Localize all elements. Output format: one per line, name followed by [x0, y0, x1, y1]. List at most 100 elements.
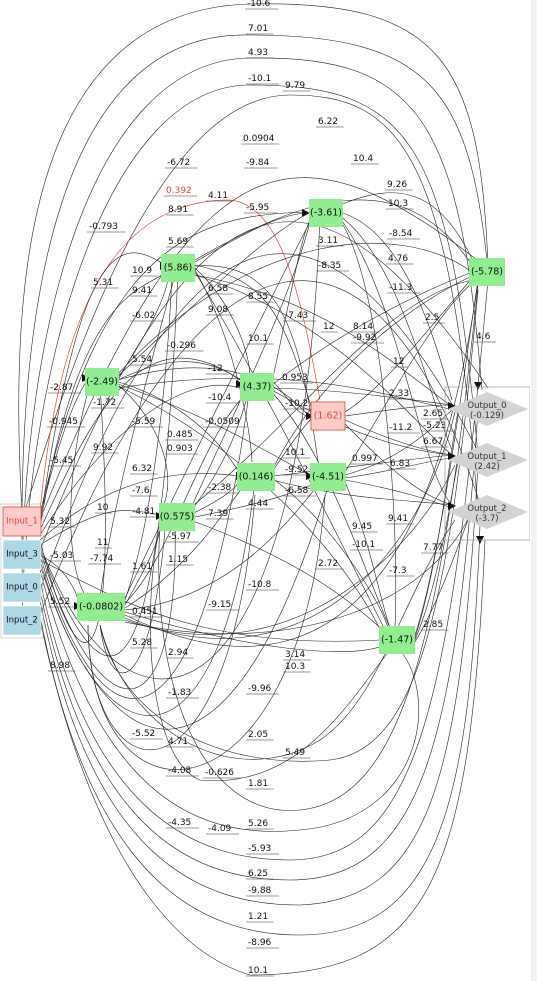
edge	[124, 464, 456, 635]
node-hidden-0-146[interactable]: (0.146)	[237, 463, 275, 491]
edge	[39, 473, 241, 541]
edge	[271, 454, 453, 477]
edge-weight-label: -9.88	[248, 886, 272, 896]
arrowhead	[448, 502, 456, 510]
node-hidden-neg3-61[interactable]: (-3.61)	[309, 199, 343, 227]
edge-weight-label: 10.1	[248, 966, 268, 976]
node-output-0-value: (-0.129)	[470, 411, 504, 421]
edge	[99, 519, 456, 760]
edge	[39, 271, 166, 529]
edge-weight-label: 7.77	[423, 543, 443, 553]
edge-weight-label: 0.392	[166, 186, 192, 196]
edge-weight-label: 2.05	[248, 730, 268, 740]
vertical-scrollbar[interactable]	[531, 0, 537, 981]
edge-weight-label: 4.44	[248, 499, 268, 509]
node-hidden-neg4-51[interactable]: (-4.51)	[310, 463, 346, 491]
edge	[271, 275, 473, 471]
edge-weight-label: -0.626	[205, 768, 234, 778]
edge	[414, 461, 459, 641]
edge	[21, 94, 479, 521]
edge-weight-label: 5.69	[168, 237, 188, 247]
edge-weight-label: -5.03	[50, 551, 73, 561]
node-hidden-label: (-2.49)	[86, 377, 118, 388]
edge-weight-label: 10.3	[388, 199, 408, 209]
edge	[339, 217, 453, 506]
edge-weight-label: 5.28	[132, 638, 152, 648]
edge-weight-label: 7.39	[208, 509, 228, 519]
edge-weight-label: 6.83	[390, 459, 410, 469]
edge-weight-label: 3.11	[318, 236, 338, 246]
node-hidden-label: (-3.61)	[310, 208, 342, 219]
node-input-1[interactable]: Input_1	[2, 506, 42, 537]
edge-weight-label: -4.81	[132, 507, 155, 517]
node-hidden-label: (4.37)	[243, 382, 272, 393]
edge	[158, 284, 479, 811]
edge	[39, 519, 176, 690]
edge-weight-label: -5.95	[246, 203, 269, 213]
edge-weight-label: -10.8	[248, 580, 272, 590]
edge	[39, 253, 481, 591]
node-hidden-label: (0.146)	[239, 472, 274, 483]
edge	[344, 481, 391, 629]
edge	[39, 384, 241, 536]
edge	[124, 484, 319, 611]
node-output-1[interactable]: Output_1 (2.42)	[448, 443, 528, 477]
edge	[39, 479, 256, 716]
edge-weight-label: -5.93	[248, 844, 271, 854]
node-hidden-0-575[interactable]: (0.575)	[159, 503, 195, 531]
edge-weight-label: -7.6	[132, 486, 150, 496]
node-hidden-5-86[interactable]: (5.86)	[161, 254, 195, 282]
node-input-3[interactable]: Input_3	[2, 539, 42, 570]
node-hidden-neg0-0802[interactable]: (-0.0802)	[77, 593, 125, 621]
arrowhead	[306, 412, 314, 420]
edge-weight-label: 0.953	[282, 373, 308, 383]
node-hidden-4-37[interactable]: (4.37)	[240, 373, 274, 401]
edge-weight-label: 12	[393, 357, 404, 367]
edge	[194, 212, 306, 263]
node-hidden-neg5-78[interactable]: (-5.78)	[469, 258, 505, 286]
edge-weight-label: 2.65	[423, 409, 443, 419]
node-hidden-neg2-49[interactable]: (-2.49)	[85, 368, 119, 396]
node-input-2[interactable]: Input_2	[2, 605, 42, 636]
edge	[271, 479, 453, 506]
edge	[194, 274, 453, 456]
edge-weight-label: 8.55	[248, 292, 268, 302]
edge	[99, 289, 479, 762]
edge-weight-label: 9.41	[132, 286, 152, 296]
edge-weight-label: 0.903	[167, 444, 193, 454]
edge	[194, 269, 253, 463]
edge	[39, 377, 89, 519]
node-input-0[interactable]: Input_0	[2, 572, 42, 603]
edge	[414, 411, 459, 639]
edge-weight-label: 1.21	[248, 912, 268, 922]
edge-weight-label: -7.3	[389, 566, 407, 576]
edge-weight-label: 10.3	[285, 662, 305, 672]
node-input-1-label: Input_1	[6, 517, 38, 527]
node-hidden-neg1-47[interactable]: (-1.47)	[379, 626, 415, 654]
edge-weight-label: 3.14	[285, 650, 305, 660]
edge-weight-label: 11	[97, 538, 108, 548]
node-hidden-1-62[interactable]: (1.62)	[310, 401, 346, 431]
edge-weight-label: 0.485	[167, 430, 193, 440]
edge	[339, 211, 453, 401]
arrowhead	[302, 209, 310, 217]
edge	[189, 279, 473, 509]
edge-weight-label: -9.96	[248, 684, 272, 694]
edge-weight-label: 5.52	[50, 597, 70, 607]
edge	[124, 394, 246, 604]
edge	[117, 243, 473, 375]
edge-weight-label: -5.97	[168, 532, 191, 542]
edge-weight-label: -8.54	[389, 229, 413, 239]
edge	[39, 569, 419, 832]
node-output-0[interactable]: Output_0 (-0.129)	[448, 392, 528, 426]
edge-weight-label: 4.71	[168, 737, 188, 747]
edge-weight-label: -9.84	[246, 158, 270, 168]
edge	[271, 391, 391, 629]
edge	[124, 411, 456, 639]
node-output-2[interactable]: Output_2 (-3.7)	[448, 495, 528, 529]
edge-weight-label: 8.98	[50, 661, 70, 671]
node-hidden-label: (-0.0802)	[79, 602, 123, 613]
edge	[39, 252, 166, 526]
edge-weight-label: 4.93	[248, 48, 268, 58]
edge-weight-label: 9.92	[93, 443, 113, 453]
